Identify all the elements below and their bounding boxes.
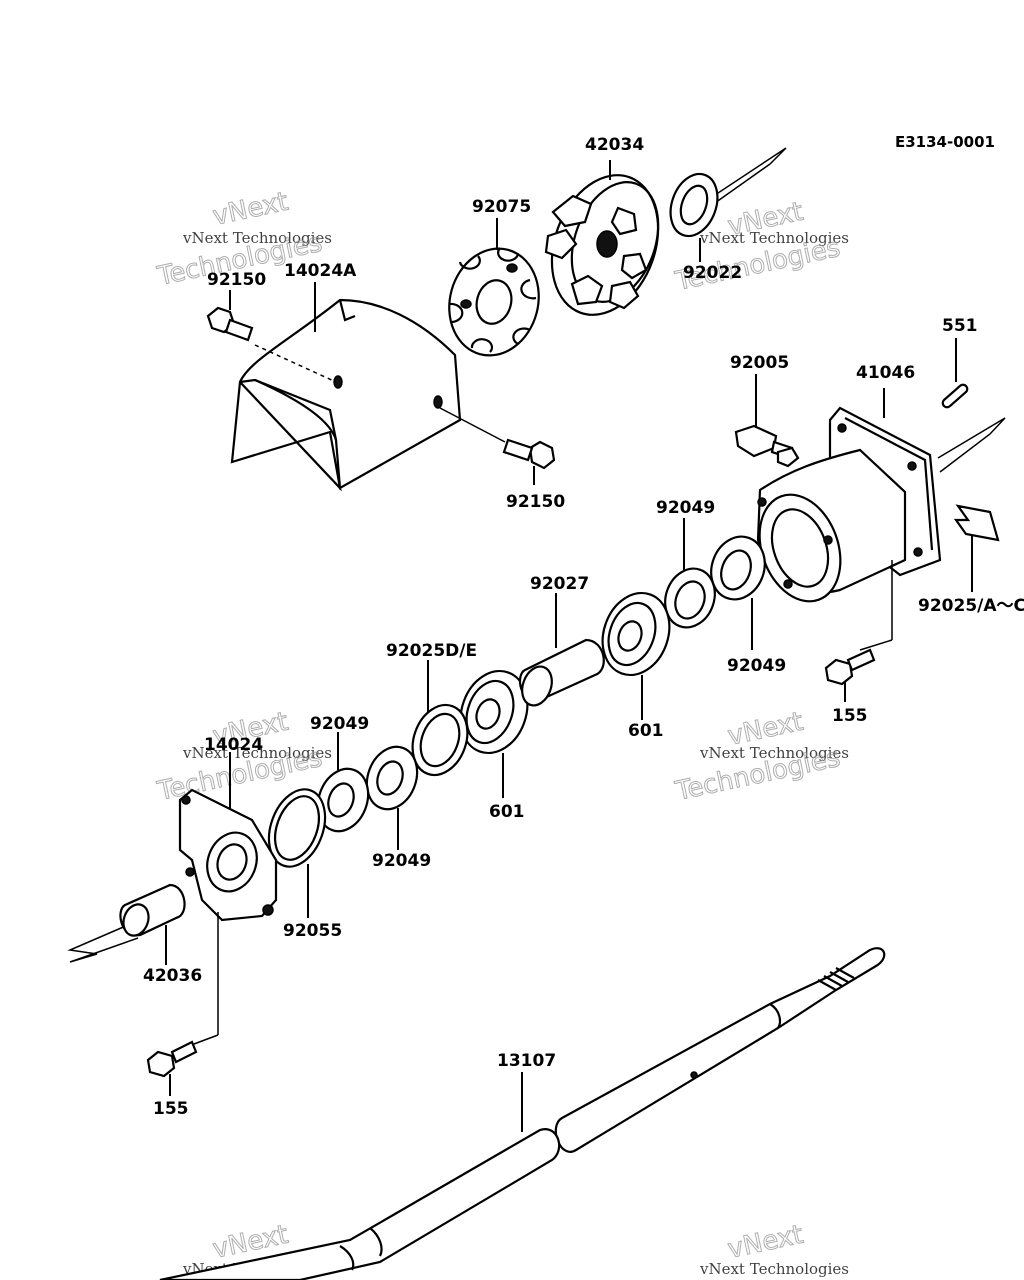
svg-text:vNext: vNext <box>210 187 291 232</box>
label-155-right: 155 <box>832 706 868 726</box>
label-92025DE: 92025D/E <box>386 641 477 661</box>
svg-text:vNext Technologies: vNext Technologies <box>699 1260 849 1278</box>
label-551: 551 <box>942 316 978 336</box>
label-13107: 13107 <box>497 1051 556 1071</box>
bolt-155-right <box>824 648 876 702</box>
svg-text:vNext Technologies: vNext Technologies <box>182 744 332 762</box>
label-42034: 42034 <box>585 135 644 155</box>
part-labels: 42034 92075 92022 92150 14024A 92150 551… <box>143 135 1024 1119</box>
label-42036: 42036 <box>143 966 202 986</box>
label-92150-mid: 92150 <box>506 492 565 512</box>
bushing-42036 <box>119 883 186 965</box>
oring-92055 <box>267 788 327 918</box>
label-92027: 92027 <box>530 574 589 594</box>
bolt-92150-top <box>206 290 254 342</box>
label-41046: 41046 <box>856 363 915 383</box>
bearing-601-lower <box>459 669 529 798</box>
shaft-13107 <box>159 947 886 1280</box>
bearing-92049-right <box>365 745 419 850</box>
label-92022: 92022 <box>683 263 742 283</box>
coupling-42034 <box>544 160 660 316</box>
washer-92025DE <box>411 660 469 777</box>
label-92005: 92005 <box>730 353 789 373</box>
diagram-code: E3134-0001 <box>895 133 995 151</box>
housing-41046 <box>756 388 942 651</box>
bolt-92150-mid <box>439 407 556 485</box>
collar-92027 <box>518 593 605 707</box>
label-92049-d: 92049 <box>372 851 431 871</box>
label-601-b: 601 <box>489 802 525 822</box>
label-14024A: 14024A <box>284 261 357 281</box>
label-601-a: 601 <box>628 721 664 741</box>
svg-text:vNext: vNext <box>725 1220 806 1265</box>
cover-14024A <box>230 282 462 492</box>
label-92049-c: 92049 <box>310 714 369 734</box>
nipple-92005 <box>734 374 794 460</box>
bolt-155-left <box>146 1040 198 1096</box>
cap-14024 <box>178 752 278 1045</box>
bearing-601-upper <box>601 591 671 720</box>
clip-92025-AC <box>953 504 1000 592</box>
label-92055: 92055 <box>283 921 342 941</box>
watermark-mid-right: vNext vNext Technologies Technologies <box>672 706 849 807</box>
label-155-left: 155 <box>153 1099 189 1119</box>
seal-92049-lower <box>710 535 766 650</box>
svg-text:vNext Technologies: vNext Technologies <box>699 744 849 762</box>
label-92049-b: 92049 <box>727 656 786 676</box>
washer-92022 <box>669 172 719 262</box>
damper-92075 <box>448 218 540 357</box>
svg-text:vNext Technologies: vNext Technologies <box>699 229 849 247</box>
label-14024: 14024 <box>204 735 263 755</box>
label-92025-AC: 92025/A～C <box>918 596 1024 616</box>
label-92150-top: 92150 <box>207 270 266 290</box>
svg-text:vNext Technologies: vNext Technologies <box>182 229 332 247</box>
bearing-92049-left <box>316 732 370 833</box>
direction-arrows <box>67 147 1006 963</box>
label-92049-a: 92049 <box>656 498 715 518</box>
seal-92049-upper <box>664 518 716 629</box>
pin-551 <box>941 338 969 409</box>
label-92075: 92075 <box>472 197 531 217</box>
watermark-bottom-right: vNext vNext Technologies <box>699 1219 849 1278</box>
